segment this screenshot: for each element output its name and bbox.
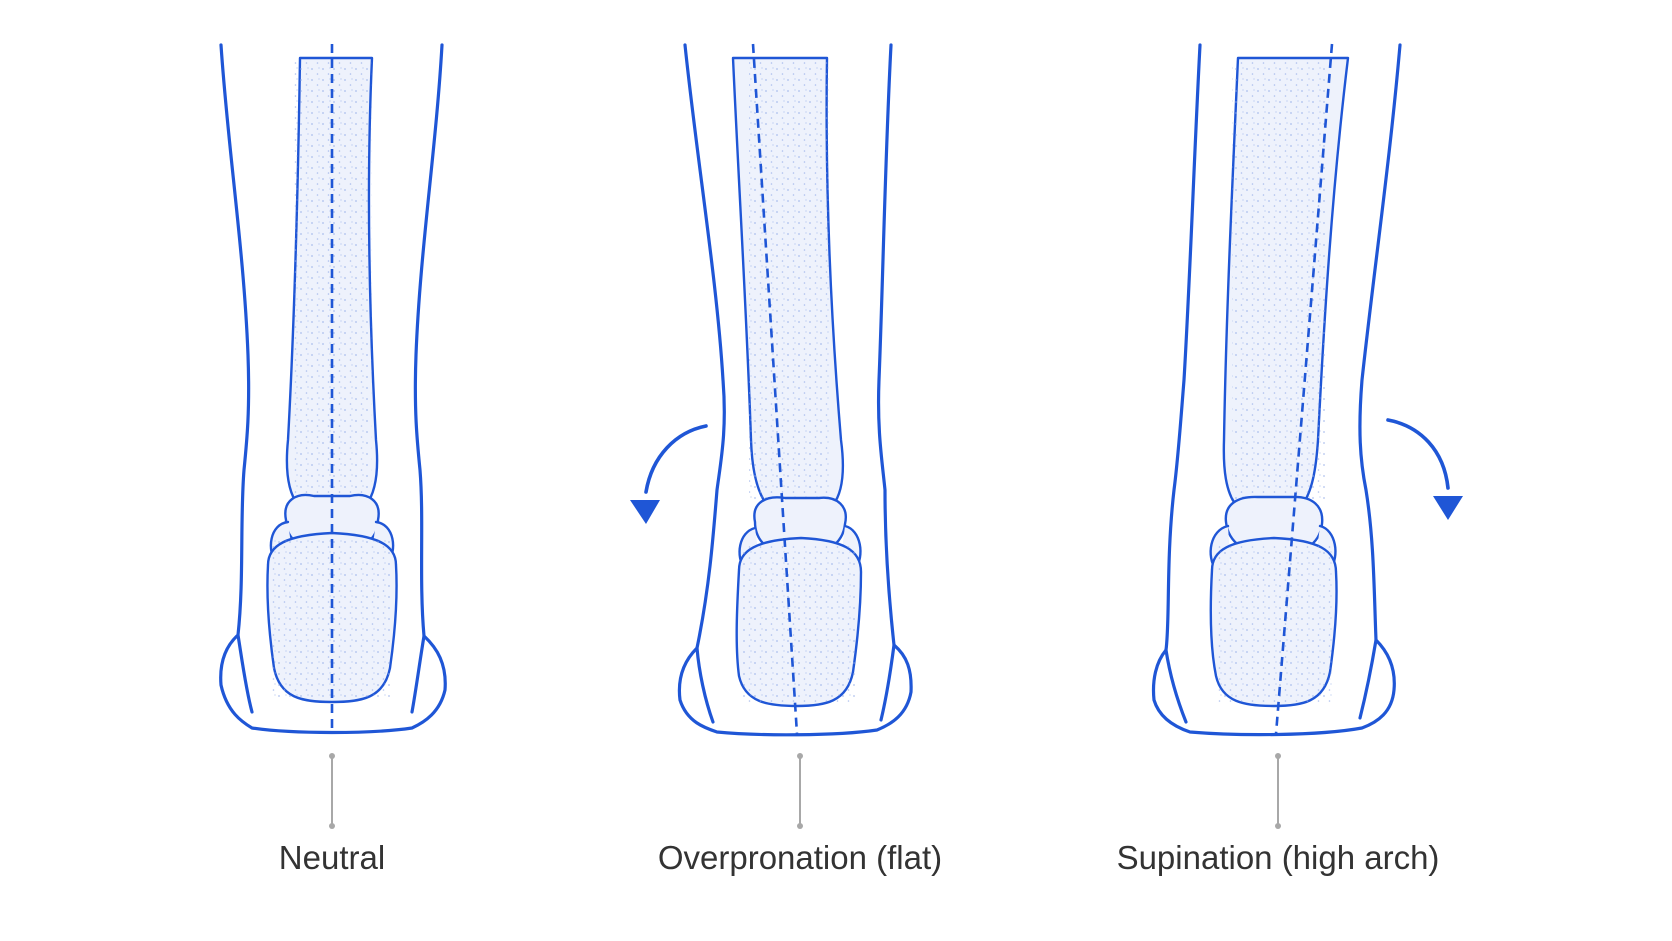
neutral-leader <box>329 753 335 829</box>
leg-outline <box>677 43 913 737</box>
neutral-label: Neutral <box>278 839 386 876</box>
heel-contour <box>236 633 426 714</box>
inward-roll-arrow-icon <box>630 424 708 524</box>
heel-contour <box>695 643 896 724</box>
leg-outline <box>219 43 447 735</box>
overpronation-panel <box>630 43 913 829</box>
overpronation-label: Overpronation (flat) <box>657 839 943 876</box>
supination-leader <box>1275 753 1281 829</box>
alignment-axis <box>751 43 799 735</box>
leg-outline <box>1151 43 1402 737</box>
alignment-axis <box>1274 43 1334 735</box>
overpronation-leader <box>797 753 803 829</box>
supination-label: Supination (high arch) <box>1116 839 1440 876</box>
supination-panel <box>1151 43 1463 829</box>
supination-leg-illustration <box>1151 43 1402 737</box>
neutral-leg-illustration <box>219 43 447 735</box>
outward-roll-arrow-icon <box>1386 418 1463 520</box>
overpronation-leg-illustration <box>677 43 913 737</box>
heel-contour <box>1164 638 1378 724</box>
neutral-panel <box>219 43 447 829</box>
